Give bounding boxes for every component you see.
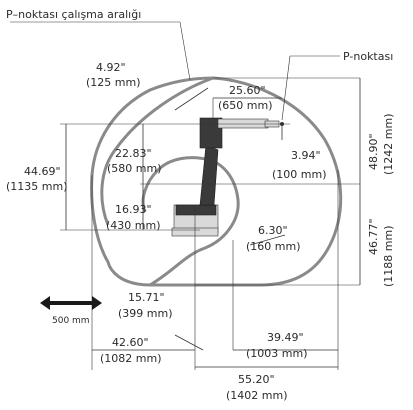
dim-125-in: 4.92" [96,61,126,74]
dim-160-mm: (160 mm) [246,240,301,253]
dim-399-in: 15.71" [128,291,165,304]
dim-1402-mm: (1402 mm) [226,389,288,402]
dim-430-mm: (430 mm) [106,219,161,232]
dim-1402-in: 55.20" [238,373,275,386]
dim-1082-mm: (1082 mm) [100,352,162,365]
dim-1003-in: 39.49" [267,331,304,344]
p-point-label: P-noktası [343,50,393,63]
inner-envelope-curve [141,156,240,287]
dim-125-mm: (125 mm) [86,76,141,89]
dim-1135-in: 44.69" [24,165,61,178]
dim-580-mm: (580 mm) [107,162,162,175]
dim-1003-mm: (1003 mm) [246,347,308,360]
p-point-leader [281,55,291,121]
dim-1242-in: 48.90" [367,133,380,170]
robot-base-top [175,204,217,216]
work-envelope-outline [90,76,343,287]
dim-430-in: 16.93" [115,203,152,216]
dim-1242-mm: (1242 mm) [382,113,395,175]
scale-arrow-right-icon [92,296,102,310]
title-leader [179,21,191,81]
title-text: P–noktası çalışma aralığı [6,8,141,21]
dim-line-399-leader [174,334,204,351]
scale-label: 500 mm [52,316,90,326]
robot-lower-arm [199,144,219,206]
dim-100-mm: (100 mm) [272,168,327,181]
dim-1188-mm: (1188 mm) [382,225,395,287]
dim-line-125 [174,87,209,111]
robot-elbow [199,117,223,149]
robot-forearm [217,118,269,129]
dim-399-mm: (399 mm) [118,307,173,320]
dim-580-in: 22.83" [115,147,152,160]
dim-1135-mm: (1135 mm) [6,180,68,193]
scale-arrow-left-icon [40,296,50,310]
dim-160-in: 6.30" [258,224,288,237]
dim-650-mm: (650 mm) [218,99,273,112]
inner-envelope-loop [100,76,214,226]
dim-1082-in: 42.60" [112,336,149,349]
dim-1188-in: 46.77" [367,218,380,255]
dim-650-in: 25.60" [229,84,266,97]
dim-line-160-leader [249,234,286,246]
dim-100-in: 3.94" [291,149,321,162]
